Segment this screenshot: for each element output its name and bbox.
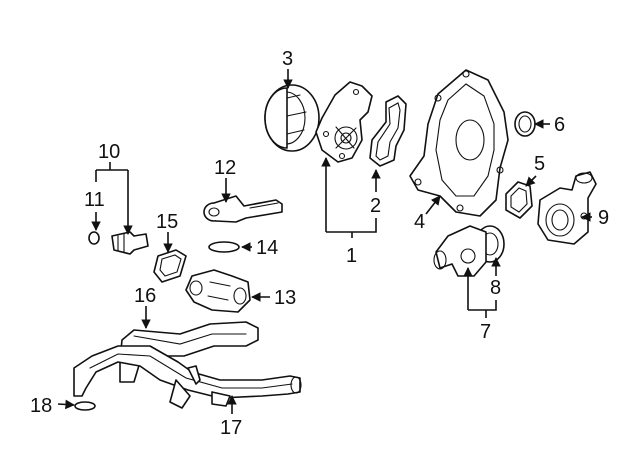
callout-labels: 1 2 3 4 5 6 7 8 9 10 11 12 13 14 15 16 1… — [30, 48, 609, 439]
pulley-part — [264, 84, 320, 152]
callout-7: 7 — [480, 321, 491, 343]
callout-14: 14 — [256, 237, 278, 259]
callout-8: 8 — [490, 277, 501, 299]
callout-5: 5 — [534, 153, 545, 175]
callout-9: 9 — [598, 207, 609, 229]
bypass-fitting-part — [203, 195, 283, 223]
callout-18: 18 — [30, 395, 52, 417]
callout-6: 6 — [554, 114, 565, 136]
radiator-hose-part — [119, 321, 259, 383]
callout-3: 3 — [282, 48, 293, 70]
callout-13: 13 — [274, 287, 296, 309]
thermostat-outlet-part — [537, 171, 597, 245]
water-pump-part — [315, 81, 373, 163]
o-ring-inner — [518, 115, 532, 133]
thermostat-part — [433, 225, 505, 277]
water-outlet-part — [185, 269, 251, 313]
housing-cover-part — [409, 69, 509, 217]
callout-2: 2 — [370, 195, 381, 217]
callout-10: 10 — [98, 141, 120, 163]
callout-12: 12 — [214, 157, 236, 179]
callout-17: 17 — [220, 417, 242, 439]
coolant-pipe-part — [73, 345, 302, 409]
pump-gasket-part — [369, 95, 407, 167]
callout-4: 4 — [414, 211, 425, 233]
fitting-o-ring-part — [208, 241, 240, 253]
callout-16: 16 — [134, 285, 156, 307]
leader-lines — [57, 69, 592, 414]
callout-15: 15 — [156, 211, 178, 233]
callout-1: 1 — [346, 245, 357, 267]
pipe-o-ring-part — [74, 401, 96, 411]
callout-11: 11 — [84, 189, 105, 211]
square-gasket-part — [153, 249, 187, 283]
temperature-sensor-part — [88, 231, 149, 255]
outlet-gasket-part — [505, 181, 533, 219]
